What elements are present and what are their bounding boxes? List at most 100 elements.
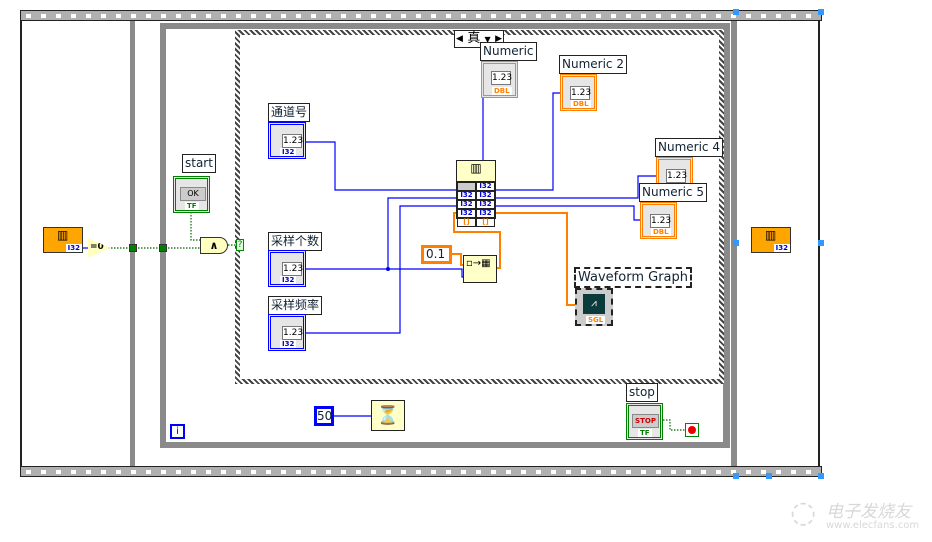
value: 1.23 <box>666 169 688 183</box>
wire-junction <box>386 267 390 271</box>
samples-label: 采样个数 <box>268 232 323 251</box>
case-value: 真 <box>467 31 481 46</box>
and-node[interactable]: ∧ <box>200 237 228 254</box>
iteration-terminal: i <box>170 424 185 439</box>
type-tag: TF <box>638 429 652 437</box>
rate-control[interactable]: 1.23 I32 <box>268 314 306 351</box>
prop-type: I32 <box>773 244 790 252</box>
wire-samples-branch <box>387 197 456 269</box>
wait-ms-node[interactable]: ⏳ <box>371 400 405 431</box>
property-node-left[interactable]: ▥ I32 <box>43 227 83 253</box>
wire-stop <box>663 419 686 431</box>
dropdown-icon[interactable]: ▼ <box>484 35 491 44</box>
waveform-graph-label: Waveform Graph <box>574 267 692 288</box>
graph-icon: ⩘ <box>583 294 605 314</box>
daq-icon: ▥ <box>57 228 69 242</box>
equal-zero-label: =0 <box>90 242 104 252</box>
value: 1.23 <box>282 326 304 340</box>
empty-row <box>457 182 476 191</box>
resize-handle[interactable] <box>818 240 824 246</box>
prev-case-icon[interactable]: ◀ <box>456 34 463 44</box>
sequence-tunnel <box>129 244 137 252</box>
resize-handle[interactable] <box>733 9 739 15</box>
value: 1.23 <box>282 134 304 148</box>
numeric2-indicator[interactable]: 1.23 DBL <box>560 74 597 111</box>
type-tag: SGL <box>586 316 606 324</box>
numeric5-label: Numeric 5 <box>639 183 707 202</box>
daq-icon: ▥ <box>765 228 777 242</box>
resize-handle[interactable] <box>733 240 739 246</box>
wire-rate <box>306 205 456 334</box>
numeric2-label: Numeric 2 <box>559 55 627 74</box>
stop-button[interactable]: STOP TF <box>626 403 663 440</box>
build-waveform-node[interactable]: ▫→▦ <box>463 255 497 283</box>
metronome-icon: ⏳ <box>376 405 400 426</box>
wire-channel <box>306 141 456 191</box>
waveform-graph-indicator[interactable]: ⩘ SGL <box>575 288 613 326</box>
value: 1.23 <box>491 71 513 85</box>
ok-button-face: OK <box>180 187 206 201</box>
stop-label: stop <box>626 383 658 402</box>
type-tag: DBL <box>571 100 591 108</box>
start-label: start <box>182 154 216 173</box>
numeric5-indicator[interactable]: 1.23 DBL <box>640 202 677 239</box>
sequence-divider[interactable] <box>130 21 135 466</box>
type-tag: I32 <box>280 276 297 284</box>
wire-numeric4 <box>496 175 658 199</box>
wire-samples <box>306 268 464 278</box>
loop-tunnel <box>159 244 167 252</box>
watermark-circle-icon: ◌ <box>790 495 817 530</box>
io-row: I32 <box>457 191 476 200</box>
io-row: I32 <box>476 209 495 218</box>
property-node-right[interactable]: ▥ I32 <box>751 227 791 253</box>
samples-control[interactable]: 1.23 I32 <box>268 250 306 287</box>
numeric-indicator[interactable]: 1.23 DBL <box>481 61 518 98</box>
io-row: I32 <box>457 209 476 218</box>
sequence-bottom-strip <box>20 466 822 477</box>
resize-handle[interactable] <box>766 473 772 479</box>
start-button[interactable]: OK TF <box>173 176 210 213</box>
watermark-text: 电子发烧友 <box>826 502 911 522</box>
stop-button-face: STOP <box>632 414 659 428</box>
wire-numeric5 <box>496 205 642 221</box>
channel-label: 通道号 <box>268 103 311 122</box>
loop-condition-terminal[interactable] <box>685 423 699 437</box>
sequence-top-strip <box>20 10 822 21</box>
wire-numeric2 <box>496 92 562 191</box>
dt-constant[interactable]: 0.1 <box>421 245 452 264</box>
next-case-icon[interactable]: ▶ <box>495 34 502 44</box>
resize-handle[interactable] <box>818 473 824 479</box>
type-tag: DBL <box>651 228 671 236</box>
io-row: I32 <box>457 200 476 209</box>
numeric4-label: Numeric 4 <box>655 138 723 157</box>
type-tag: TF <box>185 202 199 210</box>
wire-waveform-in <box>453 212 501 269</box>
case-selector-terminal[interactable]: ? <box>236 239 244 251</box>
wait-constant[interactable]: 50 <box>314 406 334 426</box>
resize-handle[interactable] <box>818 9 824 15</box>
property-node-header: ▥ <box>457 161 495 182</box>
type-tag: I32 <box>280 148 297 156</box>
prop-type: I32 <box>65 244 82 252</box>
watermark-logo: ◌ 电子发烧友 www.elecfans.com <box>790 495 930 540</box>
wire-waveform-out <box>496 212 577 306</box>
value: 1.23 <box>570 86 592 100</box>
build-waveform-icon: ▫→▦ <box>466 258 491 269</box>
value: 1.23 <box>650 214 672 228</box>
io-row: I32 <box>476 191 495 200</box>
stop-if-true-icon <box>688 426 696 434</box>
io-row: I32 <box>476 182 495 191</box>
wire-start <box>190 212 200 241</box>
io-row: I32 <box>476 200 495 209</box>
type-tag: I32 <box>280 340 297 348</box>
rate-label: 采样频率 <box>268 296 323 315</box>
wire-dt <box>452 253 464 266</box>
resize-handle[interactable] <box>733 473 739 479</box>
watermark-url: www.elecfans.com <box>826 520 920 531</box>
daq-icon: ▥ <box>470 161 482 175</box>
io-row: [] <box>476 218 495 227</box>
value: 1.23 <box>282 262 304 276</box>
channel-control[interactable]: 1.23 I32 <box>268 122 306 159</box>
